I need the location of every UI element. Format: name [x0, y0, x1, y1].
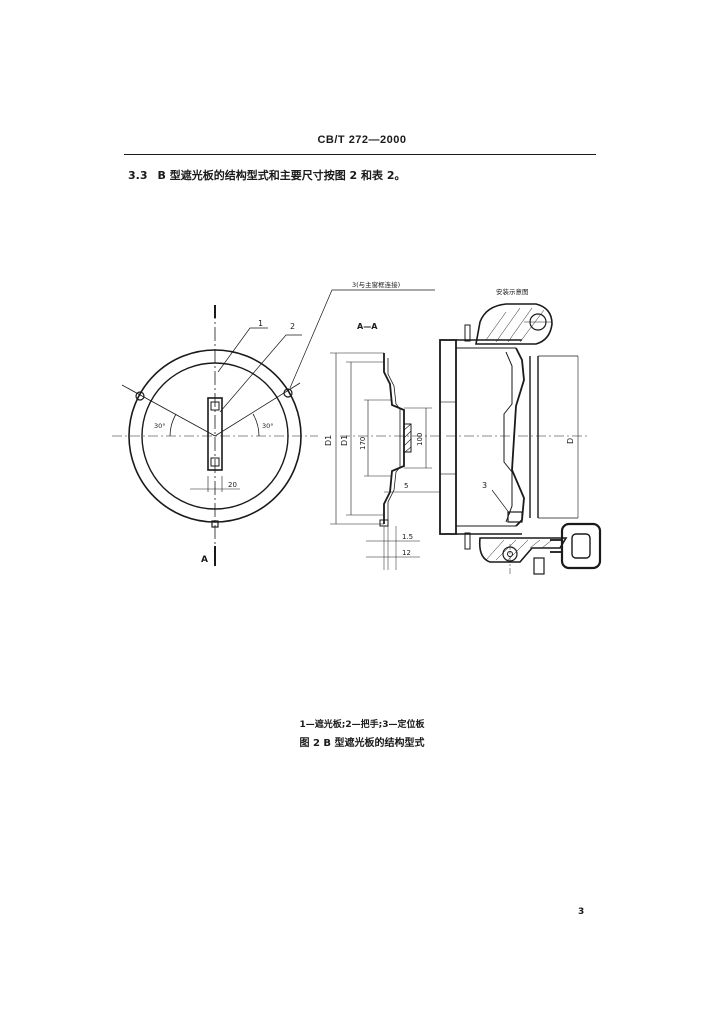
callout-3-note: 3(与主窗框连接)	[352, 280, 400, 289]
install-label: 安装示意图	[496, 287, 529, 296]
section-view	[330, 352, 440, 570]
angle-label-left: 30°	[154, 422, 166, 430]
handle-slot-bottom	[210, 457, 220, 467]
leader-part1	[217, 327, 268, 373]
dim-20-label: 20	[228, 481, 237, 489]
locating-plate	[507, 511, 523, 523]
pin-bottom	[464, 532, 471, 550]
dim-1-5-label: 1.5	[402, 533, 413, 541]
section-label: A—A	[357, 322, 378, 331]
angle-label-right: 30°	[262, 422, 274, 430]
installation-view-labels: 安装示意图 3 D	[482, 287, 575, 490]
plate-profile-outer	[383, 353, 405, 524]
pin-top	[464, 324, 471, 342]
swing-handle-slot	[571, 533, 591, 559]
window-frame	[439, 339, 457, 535]
hole-left	[135, 391, 145, 401]
dim-D-label: D	[566, 438, 575, 444]
figure-legend: 1—遮光板;2—把手;3—定位板	[299, 720, 425, 730]
section-view-labels: A—A D1 D1 170 100 5 1.5 12	[324, 322, 424, 557]
figure-caption: 图 2 B 型遮光板的结构型式	[299, 738, 425, 749]
top-bracket	[475, 303, 553, 345]
clause-text: B 型遮光板的结构型式和主要尺寸按图 2 和表 2。	[157, 169, 406, 182]
handle	[207, 397, 223, 471]
dim-170-label: 170	[359, 437, 367, 450]
leader-part3	[289, 289, 435, 389]
leader-part3-install	[491, 489, 511, 515]
hole-right	[283, 388, 293, 398]
swing-handle	[560, 522, 602, 570]
clamp-screw	[533, 557, 545, 575]
handle-slot-top	[210, 401, 220, 411]
dim-D1-label: D1	[340, 435, 349, 446]
radial-line-left	[121, 384, 216, 437]
header-rule	[124, 154, 596, 155]
angle-arc-right	[252, 413, 260, 437]
leader-part2	[219, 334, 302, 413]
angle-arc-left	[169, 413, 177, 437]
cover-plate-inner	[503, 351, 513, 523]
clause-number: 3.3	[128, 169, 148, 182]
cover-plate	[511, 347, 525, 527]
front-view	[112, 289, 435, 568]
hole-bottom	[211, 520, 219, 528]
clause-3-3: 3.3 B 型遮光板的结构型式和主要尺寸按图 2 和表 2。	[128, 167, 406, 183]
dim-5-label: 5	[404, 482, 408, 490]
dim-100-label: 100	[416, 433, 424, 446]
front-view-labels: 1 2 3(与主窗框连接) 30° 30° 20 A	[154, 280, 400, 565]
standard-code-header: CB/T 272—2000	[317, 134, 407, 146]
page-number: 3	[578, 907, 585, 917]
bottom-clamp	[478, 537, 568, 563]
plate-profile-inner	[387, 358, 401, 520]
callout-1: 1	[258, 319, 263, 328]
section-marker-a: A	[201, 555, 208, 565]
radial-line-right	[214, 382, 301, 437]
installation-view	[439, 303, 602, 575]
callout-3-install: 3	[482, 481, 487, 490]
dim-12-label: 12	[402, 549, 411, 557]
dim-D1-label-outer: D1	[324, 435, 333, 446]
callout-2: 2	[290, 322, 295, 331]
